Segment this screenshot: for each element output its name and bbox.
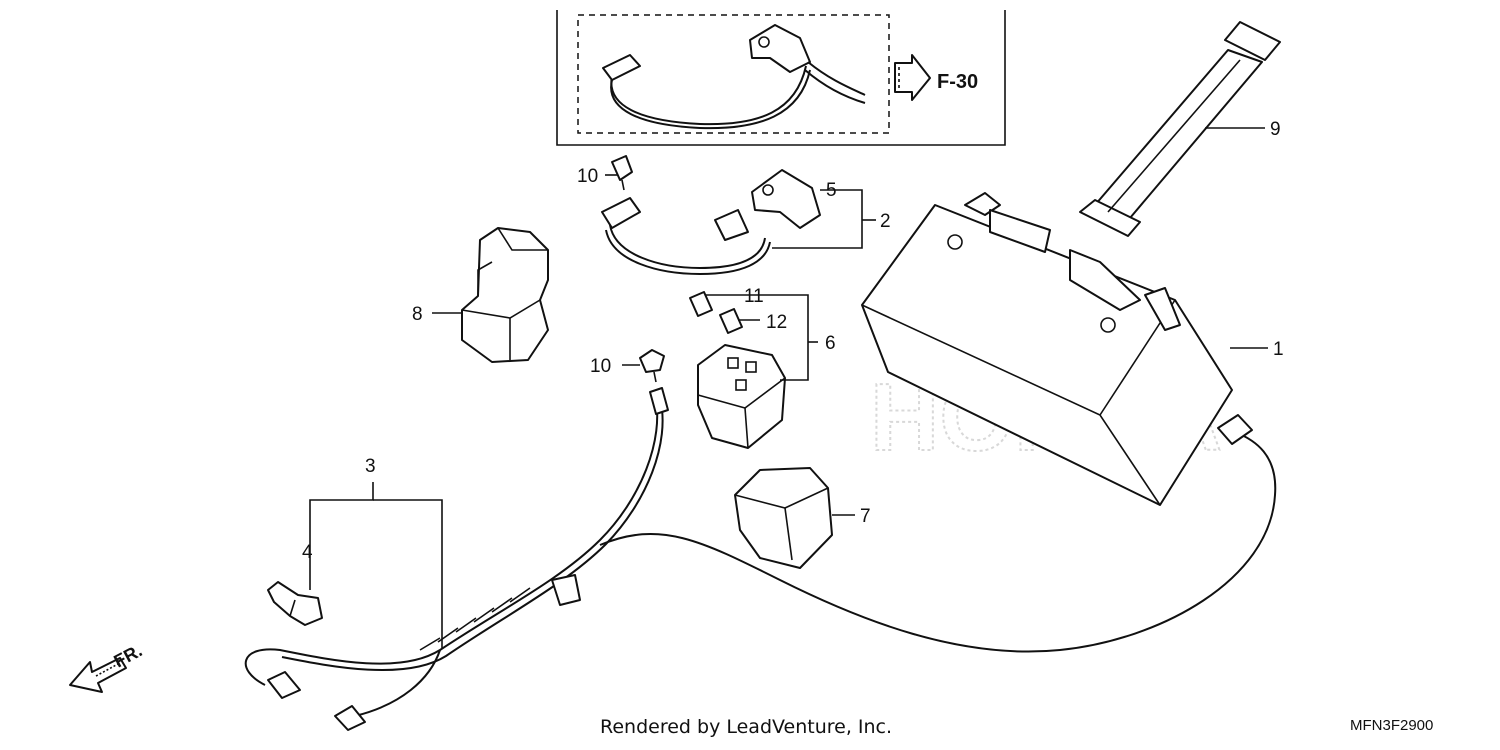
callout-12: 12	[766, 312, 787, 333]
bolt-lower	[639, 349, 665, 383]
callout-8: 8	[412, 304, 423, 325]
wire-harness	[244, 387, 1277, 731]
fuses	[689, 291, 743, 334]
fuse-box	[697, 344, 786, 449]
terminal-cover	[267, 581, 323, 626]
callout-4: 4	[302, 542, 313, 563]
callout-11: 11	[744, 286, 764, 307]
callout-1: 1	[1273, 339, 1284, 360]
inset-box: F-30	[556, 10, 1006, 146]
diagram-code: MFN3F2900	[1350, 717, 1433, 734]
positive-cable	[601, 155, 821, 276]
arrow-to-f30-icon	[894, 54, 931, 101]
reference-f30: F-30	[937, 71, 978, 93]
callout-10-lower: 10	[590, 356, 611, 377]
front-direction-arrow-icon	[69, 657, 127, 693]
starter-relay	[461, 227, 549, 363]
battery	[861, 192, 1233, 506]
callout-5: 5	[826, 180, 837, 201]
render-credit: Rendered by LeadVenture, Inc.	[600, 716, 892, 738]
callout-6: 6	[825, 333, 836, 354]
leader-lines	[309, 127, 1268, 648]
callout-10-upper: 10	[577, 166, 598, 187]
callout-3: 3	[365, 456, 376, 477]
callout-7: 7	[860, 506, 871, 527]
callout-2: 2	[880, 211, 891, 232]
battery-strap	[1079, 21, 1281, 237]
fuse-box-cover	[734, 467, 833, 569]
callout-9: 9	[1270, 119, 1281, 140]
inset-cable-drawing	[602, 24, 866, 130]
